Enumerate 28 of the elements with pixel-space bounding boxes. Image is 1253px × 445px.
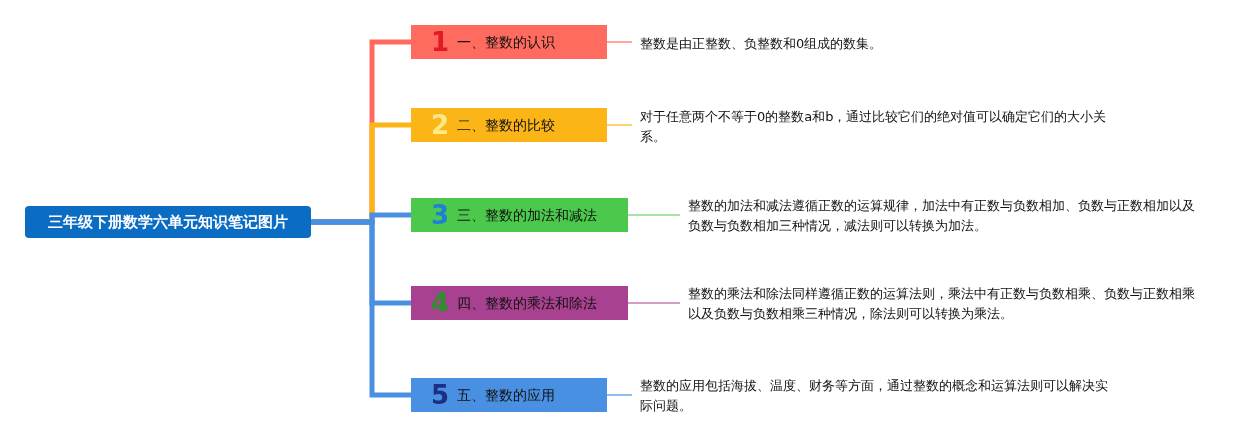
subtopic-title: 二、整数的比较 <box>457 115 556 135</box>
subtopic-box <box>411 286 628 320</box>
number-label: 4 <box>431 290 450 316</box>
note-text: 对于任意两个不等于0的整数a和b，通过比较它们的绝对值可以确定它们的大小关系。 <box>640 107 1130 147</box>
connector-line <box>606 41 633 43</box>
number-label: 1 <box>431 29 450 55</box>
note-text: 整数的乘法和除法同样遵循正数的运算法则，乘法中有正数与负数相乘、负数与正数相乘以及负数与负数相乘三种情况，除法则可以转换为乘法。 <box>688 284 1198 324</box>
subtopic-box <box>411 25 607 59</box>
connector-line <box>627 214 681 216</box>
subtopic-box <box>411 198 628 232</box>
note-text: 整数的应用包括海拔、温度、财务等方面，通过整数的概念和运算法则可以解决实际问题。 <box>640 376 1120 416</box>
subtopic-title: 一、整数的认识 <box>457 32 556 52</box>
number-label: 2 <box>431 112 450 138</box>
connector-line <box>627 302 681 304</box>
subtopic-box <box>411 108 607 142</box>
subtopic-title: 三、整数的加法和减法 <box>457 205 598 225</box>
subtopic-title: 五、整数的应用 <box>457 385 556 405</box>
connector-line <box>311 219 411 398</box>
connector-line <box>606 124 633 126</box>
number-label: 3 <box>431 202 450 228</box>
note-text: 整数的加法和减法遵循正数的运算规律，加法中有正数与负数相加、负数与正数相加以及负数与负数相加三种情况，减法则可以转换为加法。 <box>688 196 1198 236</box>
subtopic-box <box>411 378 607 412</box>
number-label: 5 <box>431 382 450 408</box>
subtopic-title: 四、整数的乘法和除法 <box>457 293 598 313</box>
root-topic-box <box>25 206 311 238</box>
note-text: 整数是由正整数、负整数和0组成的数集。 <box>640 34 1160 54</box>
topic-title: 三年级下册数学六单元知识笔记图片 <box>48 211 288 233</box>
connector-line <box>606 394 633 396</box>
